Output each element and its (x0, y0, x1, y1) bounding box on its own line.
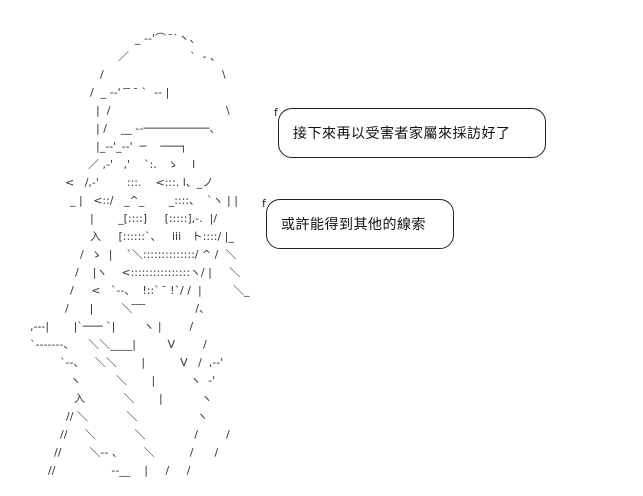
ascii-art-line: / (100, 68, 104, 81)
ascii-art-line: | / __ -‐──────────、 (96, 122, 221, 135)
ascii-art-line: ` ‐ 、 (190, 50, 221, 63)
ascii-art-line: // ＼ ＼ ヽ (66, 410, 208, 423)
ascii-art-line: / |ヽ <::::::::::::::::ヽ/ | ＼ (75, 266, 241, 279)
ascii-art-line: / _ -‐' ̄ ̄ ̄ ` ‐- | (90, 86, 170, 99)
ascii-art-line: ／ (118, 50, 129, 63)
ascii-art-line: ,-‐-| |`─── `| ヽ | / (30, 320, 194, 333)
ascii-art-line: ヽ ＼ | ヽ ‐' (70, 374, 216, 387)
ascii-art-line: 入 [::::::`、 iii ト::::/ |_ (90, 230, 234, 243)
bubble-tail-mark: f (274, 106, 278, 119)
ascii-art-line: _ | <::/ _^_ _::::、 `ヽ | | (70, 194, 238, 207)
bubble-tail-mark: f (262, 197, 266, 210)
ascii-art-line: < /,‐' :::. <:::. l、_ノ (65, 176, 214, 189)
ascii-art-line: / ゝ | `＼::::::::::::::/ ^ / ＼ (80, 248, 237, 261)
ascii-art-line: / < `‐-、 !::` ̄ !`/ / | ＼_ (70, 284, 250, 297)
ascii-art-line: | / (96, 104, 111, 117)
ascii-art-line: 入 ＼ | ヽ (74, 392, 213, 405)
ascii-art-line: `‐-、 ＼＼ | V / ,-‐' (60, 356, 224, 369)
speech-bubble-2: 或許能得到其他的線索 (266, 199, 454, 249)
ascii-art-line: `‐-‐‐-‐-、 ＼＼____| V / (30, 338, 207, 351)
ascii-art-line: ／ ,‐' ,' `:. ゝ l (88, 158, 196, 171)
ascii-art-line: / | ＼ ̄ ̄ ̄ ̄ /、 (65, 302, 211, 315)
ascii-art-line: _ -‐'⌒ ̄`丶、 (135, 32, 201, 45)
ascii-art-line: // ＼‐- 、 ＼ / / (54, 446, 219, 459)
ascii-art-line: \ (226, 104, 230, 117)
ascii-art-line: // ‐-__ | / / (48, 464, 191, 477)
ascii-art-line: \ (222, 68, 226, 81)
ascii-art-line: | _[::::] [:::::],-. |/ (90, 212, 218, 225)
ascii-art-line: |_-‐'_-‐' ─ ───┐ (96, 140, 187, 153)
speech-bubble-1-text: 接下來再以受害者家屬來採訪好了 (293, 126, 511, 142)
speech-bubble-1: 接下來再以受害者家屬來採訪好了 (278, 108, 546, 158)
speech-bubble-2-text: 或許能得到其他的線索 (281, 217, 426, 233)
ascii-art-line: // ＼ ＼ / / (60, 428, 230, 441)
